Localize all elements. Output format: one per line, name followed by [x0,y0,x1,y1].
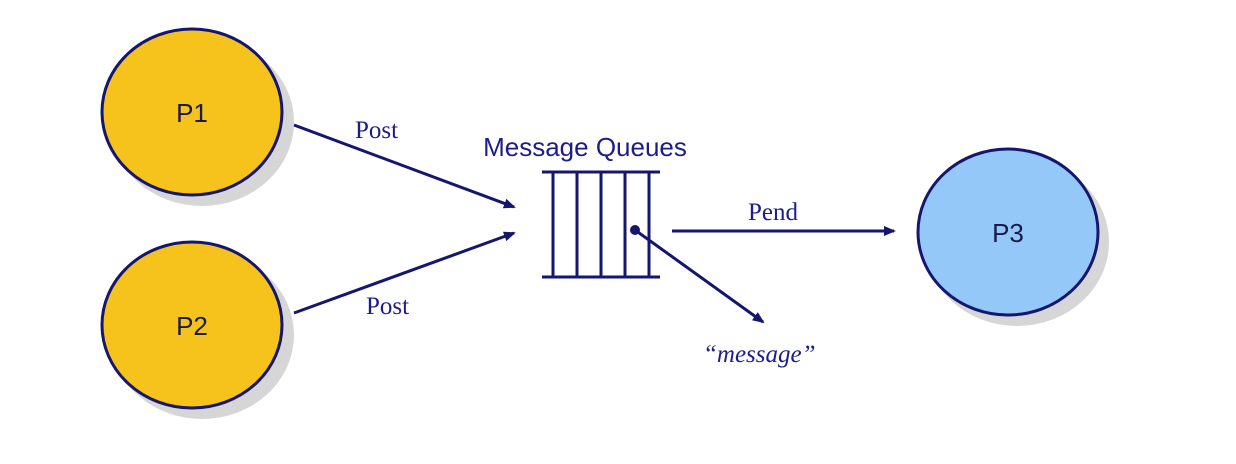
p2-label: P2 [176,311,208,341]
p3-label: P3 [992,218,1024,248]
pend-label: Pend [748,199,799,226]
p2-post-arrow [293,231,516,315]
node-p2: P2 [100,240,284,410]
p1-post-label: Post [355,117,398,144]
message-queue [542,170,660,279]
node-p1: P1 [100,27,284,197]
p1-post-arrow [293,123,516,209]
queue-title: Message Queues [483,132,687,162]
p3-circle [916,147,1100,317]
p2-post-label: Post [366,293,409,320]
message-label: “message” [703,341,816,368]
message-arrow [634,228,765,324]
p2-circle [100,240,284,410]
p1-circle [100,27,284,197]
node-p3: P3 [916,147,1100,317]
p1-label: P1 [176,98,208,128]
